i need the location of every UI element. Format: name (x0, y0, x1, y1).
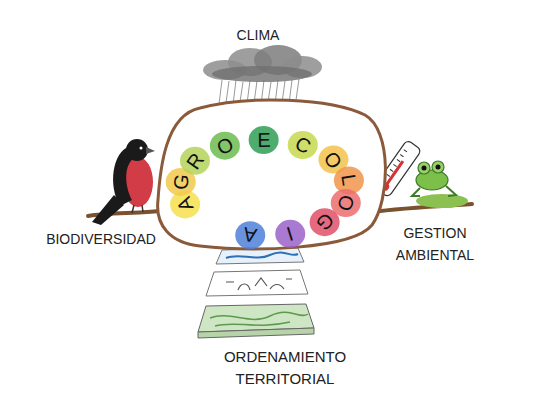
map-edge (198, 328, 314, 338)
palette-node: AGROECOLOGIA (155, 95, 390, 255)
palette-shape (158, 100, 386, 249)
thermometer-ticks (387, 150, 407, 177)
frog-pupil (436, 165, 441, 170)
caption-label: ORDENAMIENTO TERRITORIAL (215, 346, 355, 390)
rain-cloud (203, 45, 322, 105)
map-sketch (226, 278, 292, 290)
palette-letter: G (309, 207, 340, 238)
paint-blob (235, 221, 265, 249)
palette-letter: O (210, 130, 239, 161)
caption-label: BIODIVERSIDAD (26, 230, 176, 248)
caption-label: GESTION AMBIENTAL (390, 222, 480, 266)
moss (416, 194, 468, 208)
bird-head (126, 139, 148, 161)
river-line (226, 252, 298, 258)
bird-figure (88, 139, 168, 225)
palette-letter: O (331, 190, 360, 216)
frog-eye (418, 162, 430, 174)
palette-letter: A (170, 191, 199, 218)
palette-letter: L (335, 169, 362, 193)
map-layers (198, 248, 314, 338)
frog-pupil (422, 166, 427, 171)
thermometer-frog (372, 140, 472, 212)
bird-eye (140, 147, 143, 150)
caption-label: CLIMA (208, 26, 308, 44)
bird-beak (146, 147, 155, 154)
palette-letter: G (168, 170, 194, 193)
cloud-part (212, 66, 312, 82)
map-layer (198, 304, 314, 332)
palette-letter: R (179, 146, 210, 176)
palette-letter: A (238, 222, 262, 249)
bird-legs (132, 205, 143, 213)
palette-letter: E (253, 128, 273, 152)
terrain-lines (210, 312, 308, 326)
paint-blob (249, 126, 279, 154)
palette-letter: O (318, 144, 349, 174)
paint-blob (275, 220, 305, 248)
palette-letter: I (277, 219, 303, 248)
palette-word: AGROECOLOGIA (155, 95, 390, 255)
palette-letter: C (288, 130, 317, 160)
frog-eye (432, 161, 444, 173)
map-layer (206, 270, 308, 296)
